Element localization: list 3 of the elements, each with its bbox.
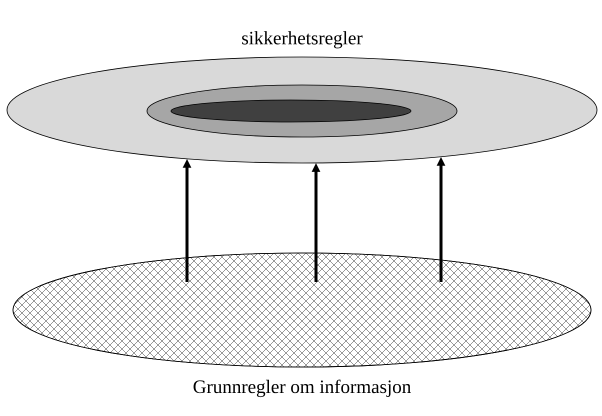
node-label: Grunnregler om informasjon: [194, 380, 411, 398]
node-label: sikkerhetsregler: [242, 31, 363, 48]
ring-ellipse: [170, 100, 412, 122]
